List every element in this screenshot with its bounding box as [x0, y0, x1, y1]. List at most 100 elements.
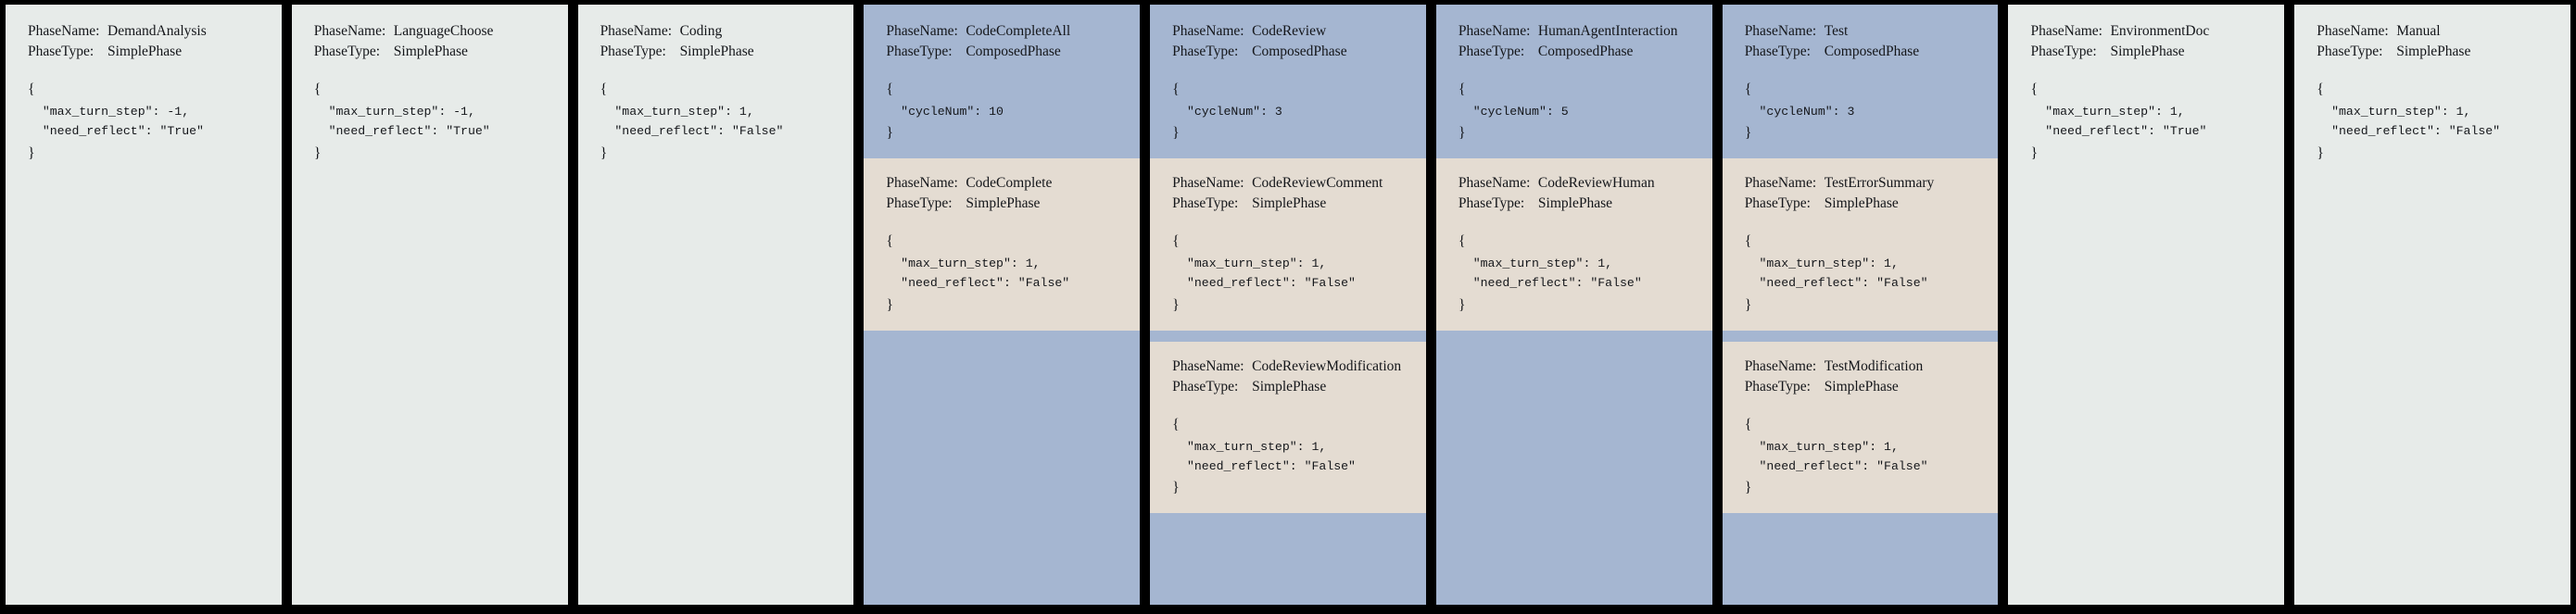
config-line: "need_reflect": "False": [886, 276, 1070, 291]
config-line: "max_turn_step": 1,: [1172, 257, 1327, 271]
phase-name-value: LanguageChoose: [393, 23, 494, 39]
phase-name-label: PhaseName:: [1172, 175, 1244, 192]
phase-name-label: PhaseName:: [1458, 175, 1531, 192]
phase-name-row: PhaseName:TestModification: [1745, 357, 1989, 377]
json-open-brace: {: [313, 81, 322, 97]
phase-name-label: PhaseName:: [886, 175, 958, 192]
phase-type-row: PhaseType:ComposedPhase: [1172, 42, 1417, 62]
phase-name-label: PhaseName:: [1172, 23, 1244, 39]
json-open-brace: {: [1172, 416, 1180, 432]
phase-type-value: ComposedPhase: [966, 44, 1061, 59]
phase-type-row: PhaseType:ComposedPhase: [886, 42, 1130, 62]
composed-phase-filler: [864, 331, 1140, 605]
config-line: "cycleNum": 10: [886, 104, 1004, 119]
json-close-brace: }: [886, 125, 894, 142]
phase-name-value: CodeComplete: [966, 175, 1053, 192]
phase-type-label: PhaseType:: [313, 44, 381, 59]
phase-type-value: SimplePhase: [1824, 195, 1899, 212]
phase-name-row: PhaseName: Test: [1745, 21, 1989, 42]
config-line: "need_reflect": "False": [600, 124, 784, 139]
phase-type-label: PhaseType:: [1744, 44, 1811, 59]
phase-type-row: PhaseType:SimplePhase: [2317, 42, 2561, 62]
phase-type-label: PhaseType:: [1744, 378, 1811, 395]
json-open-brace: {: [1172, 81, 1180, 97]
phase-name-value: Test: [1824, 23, 1849, 39]
phase-type-label: PhaseType:: [886, 195, 953, 212]
phase-name-value: Manual: [2396, 23, 2441, 39]
phase-config-json: { "max_turn_step": 1, "need_reflect": "F…: [2317, 78, 2561, 166]
phase-type-row: PhaseType:SimplePhase: [886, 194, 1130, 214]
composed-phase-filler: [1436, 331, 1712, 605]
config-line: "max_turn_step": 1,: [1744, 257, 1899, 271]
config-line: "cycleNum": 3: [1744, 104, 1855, 119]
phase-type-value: SimplePhase: [1824, 378, 1899, 395]
config-line: "need_reflect": "False": [1744, 459, 1928, 474]
phase-name-row: PhaseName:HumanAgentInteraction: [1458, 21, 1703, 42]
config-line: "max_turn_step": 1,: [1458, 257, 1613, 271]
composed-phase-filler: [1150, 513, 1426, 605]
phase-config-json: { "max_turn_step": 1, "need_reflect": "F…: [600, 78, 845, 166]
config-line: "need_reflect": "False": [1458, 276, 1642, 291]
config-line: "cycleNum": 5: [1458, 104, 1569, 119]
phase-type-label: PhaseType:: [1172, 44, 1239, 59]
phase-name-value: CodeReview: [1252, 23, 1327, 39]
phase-name-value: TestModification: [1824, 357, 1924, 374]
phase-name-row: PhaseName:EnvironmentDoc: [2030, 21, 2275, 42]
phase-name-label: PhaseName:: [2317, 23, 2389, 39]
config-line: "max_turn_step": 1,: [886, 257, 1041, 271]
phase-type-row: PhaseType: SimplePhase: [1745, 377, 1989, 397]
phase-name-row: PhaseName:LanguageChoose: [314, 21, 559, 42]
json-open-brace: {: [2030, 81, 2039, 97]
phase-name-value: EnvironmentDoc: [2110, 23, 2210, 39]
phase-name-label: PhaseName:: [1744, 175, 1817, 192]
config-line: "cycleNum": 3: [1172, 104, 1282, 119]
phase-type-label: PhaseType:: [2317, 44, 2383, 59]
phase-name-label: PhaseName:: [886, 23, 958, 39]
json-close-brace: }: [313, 144, 322, 161]
phase-name-value: Coding: [679, 23, 723, 39]
json-close-brace: }: [1172, 296, 1180, 313]
json-open-brace: {: [28, 81, 35, 97]
phase-type-row: PhaseType:SimplePhase: [1458, 194, 1703, 214]
phase-name-value: DemandAnalysis: [107, 23, 207, 39]
phase-type-row: PhaseType:ComposedPhase: [1745, 42, 1989, 62]
phase-type-value: SimplePhase: [393, 44, 468, 59]
phase-name-row: PhaseName:DemandAnalysis: [28, 21, 272, 42]
phase-name-value: TestErrorSummary: [1824, 175, 1935, 192]
phase-config-json: { "max_turn_step": 1, "need_reflect": "F…: [1172, 230, 1417, 318]
phase-name-label: PhaseName:: [1744, 23, 1817, 39]
phase-type-value: SimplePhase: [107, 44, 183, 59]
phase-name-label: PhaseName:: [600, 23, 673, 39]
